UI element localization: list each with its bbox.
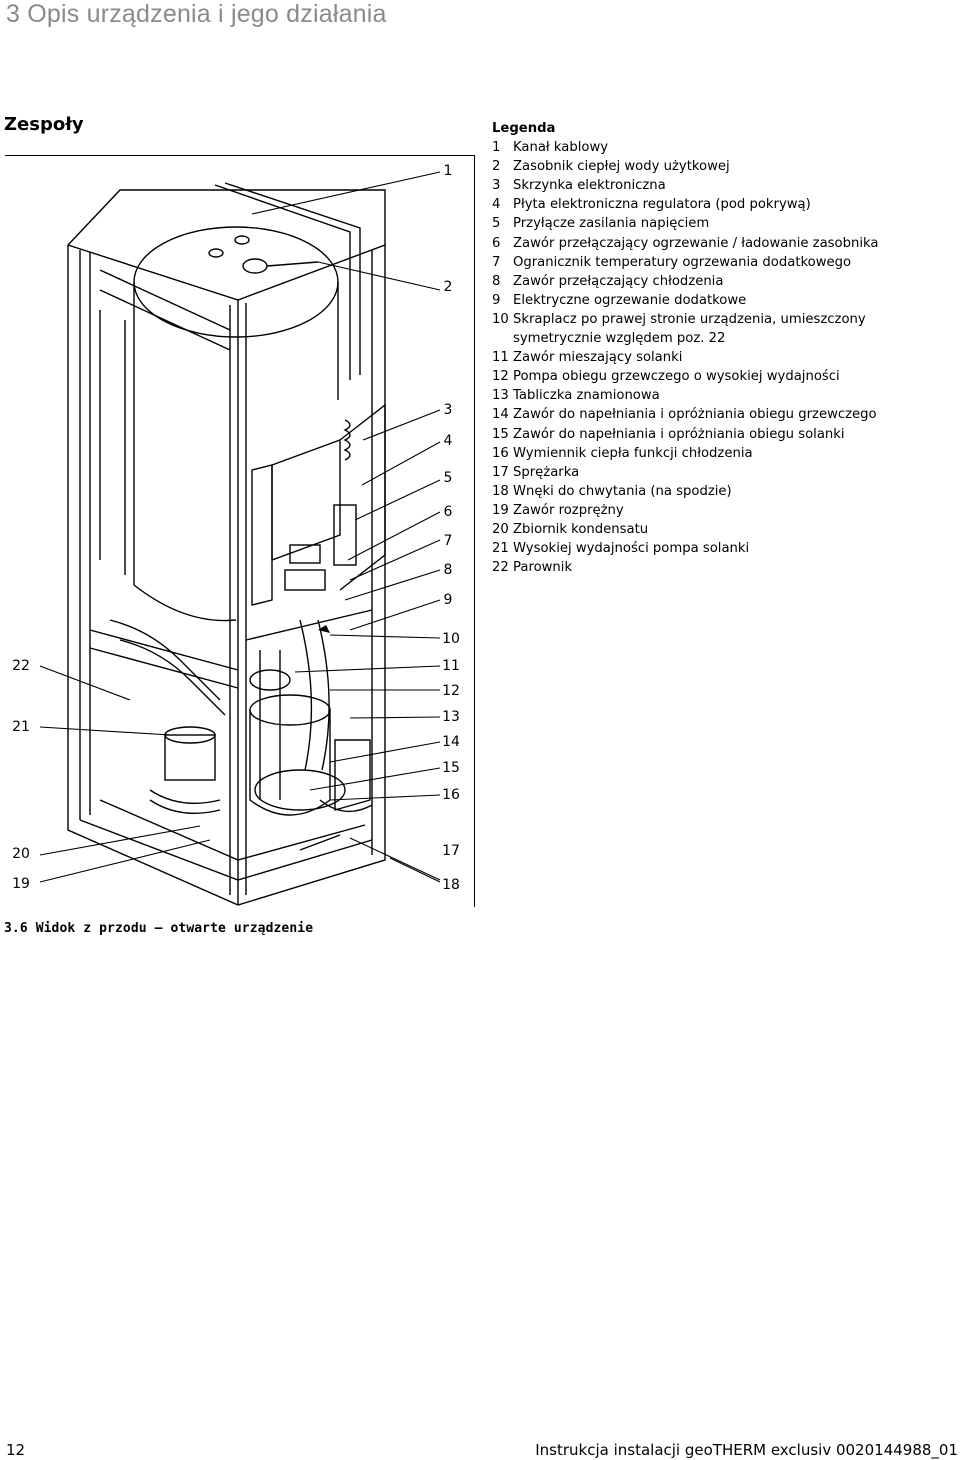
legend-item-text: Płyta elektroniczna regulatora (pod pokr… xyxy=(513,197,811,213)
legend-item-text: Skraplacz po prawej stronie urządzenia, … xyxy=(513,311,866,347)
figure-frame xyxy=(5,155,475,907)
callout-21: 21 xyxy=(12,719,30,735)
callout-3: 3 xyxy=(443,402,453,418)
legend: Legenda 1 Kanał kablowy 2 Zasobnik ciepłej … xyxy=(492,119,937,577)
callout-18: 18 xyxy=(442,877,460,893)
callout-11: 11 xyxy=(442,658,460,674)
callout-6: 6 xyxy=(443,504,453,520)
callout-14: 14 xyxy=(442,734,460,750)
legend-item-number: 16 xyxy=(492,445,509,461)
legend-item: 5 Przyłącze zasilania napięciem xyxy=(492,214,937,233)
legend-item-text: Pompa obiegu grzewczego o wysokiej wydaj… xyxy=(513,369,840,385)
legend-item-number: 4 xyxy=(492,197,501,213)
legend-item-number: 3 xyxy=(492,178,501,194)
legend-item-text: Tabliczka znamionowa xyxy=(513,388,660,404)
legend-item: 4 Płyta elektroniczna regulatora (pod pok… xyxy=(492,195,937,214)
legend-item-text: Wysokiej wydajności pompa solanki xyxy=(513,541,750,557)
legend-item-text: Sprężarka xyxy=(513,464,580,480)
legend-item-number: 11 xyxy=(492,350,509,366)
legend-item-number: 5 xyxy=(492,216,501,232)
legend-item-number: 6 xyxy=(492,235,501,251)
legend-item-text: Skrzynka elektroniczna xyxy=(513,178,666,194)
legend-item-text: Przyłącze zasilania napięciem xyxy=(513,216,710,232)
legend-item-number: 1 xyxy=(492,140,501,156)
page-number: 12 xyxy=(6,1441,26,1459)
footer-document-title: Instrukcja instalacji geoTHERM exclusiv … xyxy=(535,1441,958,1459)
page-header-title: 3 Opis urządzenia i jego działania xyxy=(6,0,387,28)
callout-7: 7 xyxy=(443,533,453,549)
legend-item-text: Wymiennik ciepła funkcji chłodzenia xyxy=(513,445,753,461)
section-title: Zespoły xyxy=(4,114,84,135)
legend-item-text: Zawór do napełniania i opróżniania obieg… xyxy=(513,426,845,442)
callout-22: 22 xyxy=(12,658,30,674)
legend-item-number: 15 xyxy=(492,426,509,442)
legend-item-number: 21 xyxy=(492,541,509,557)
legend-item-number: 14 xyxy=(492,407,509,423)
callout-19: 19 xyxy=(12,876,30,892)
legend-item-number: 8 xyxy=(492,273,501,289)
legend-item-text: Parownik xyxy=(513,560,573,576)
callout-4: 4 xyxy=(443,433,453,449)
legend-item-text: Zasobnik ciepłej wody użytkowej xyxy=(513,159,730,175)
legend-item: 7 Ogranicznik temperatury ogrzewania doda… xyxy=(492,253,937,272)
legend-item-number: 17 xyxy=(492,464,509,480)
legend-item-text: Zawór mieszający solanki xyxy=(513,350,683,366)
legend-item-number: 13 xyxy=(492,388,509,404)
callout-8: 8 xyxy=(443,562,453,578)
callout-10: 10 xyxy=(442,631,460,647)
legend-item-text: Zawór przełączający ogrzewanie / ładowan… xyxy=(513,235,879,251)
legend-item: 6 Zawór przełączający ogrzewanie / ładowa… xyxy=(492,234,937,253)
legend-item-text: Elektryczne ogrzewanie dodatkowe xyxy=(513,292,747,308)
legend-item: 3 Skrzynka elektroniczna xyxy=(492,176,937,195)
callout-15: 15 xyxy=(442,760,460,776)
legend-item: 2 Zasobnik ciepłej wody użytkowej xyxy=(492,157,937,176)
figure-caption: 3.6 Widok z przodu – otwarte urządzenie xyxy=(4,921,314,936)
legend-item-number: 22 xyxy=(492,560,509,576)
callout-9: 9 xyxy=(443,592,453,608)
legend-item-text: Kanał kablowy xyxy=(513,140,609,156)
callout-17: 17 xyxy=(442,843,460,859)
legend-item-number: 7 xyxy=(492,254,501,270)
legend-item-number: 10 xyxy=(492,311,509,327)
callout-16: 16 xyxy=(442,787,460,803)
legend-item-text: Zawór rozprężny xyxy=(513,502,624,518)
legend-item-text: Zawór przełączający chłodzenia xyxy=(513,273,724,289)
legend-item-number: 9 xyxy=(492,292,501,308)
legend-item: 8 Zawór przełączający chłodzenia xyxy=(492,272,937,291)
legend-item-number: 12 xyxy=(492,369,509,385)
legend-item-number: 19 xyxy=(492,502,509,518)
callout-12: 12 xyxy=(442,683,460,699)
legend-item-number: 2 xyxy=(492,159,501,175)
legend-list: 1 Kanał kablowy 2 Zasobnik ciepłej wody uży… xyxy=(492,138,937,577)
callout-13: 13 xyxy=(442,709,460,725)
device-illustration xyxy=(39,171,441,906)
legend-item: 9 Elektryczne ogrzewanie dodatkowe xyxy=(492,291,937,310)
legend-heading: Legenda xyxy=(492,121,556,136)
legend-item-number: 18 xyxy=(492,483,509,499)
callout-20: 20 xyxy=(12,846,30,862)
legend-item: 1 Kanał kablowy xyxy=(492,138,937,157)
callout-2: 2 xyxy=(443,279,453,295)
legend-item-number: 20 xyxy=(492,521,509,537)
legend-item-text: Zawór do napełniania i opróżniania obieg… xyxy=(513,407,877,423)
legend-item-text: Ogranicznik temperatury ogrzewania dodat… xyxy=(513,254,852,270)
legend-item-text: Wnęki do chwytania (na spodzie) xyxy=(513,483,732,499)
callout-1: 1 xyxy=(443,163,453,179)
callout-5: 5 xyxy=(443,470,453,486)
legend-item-text: Zbiornik kondensatu xyxy=(513,521,649,537)
